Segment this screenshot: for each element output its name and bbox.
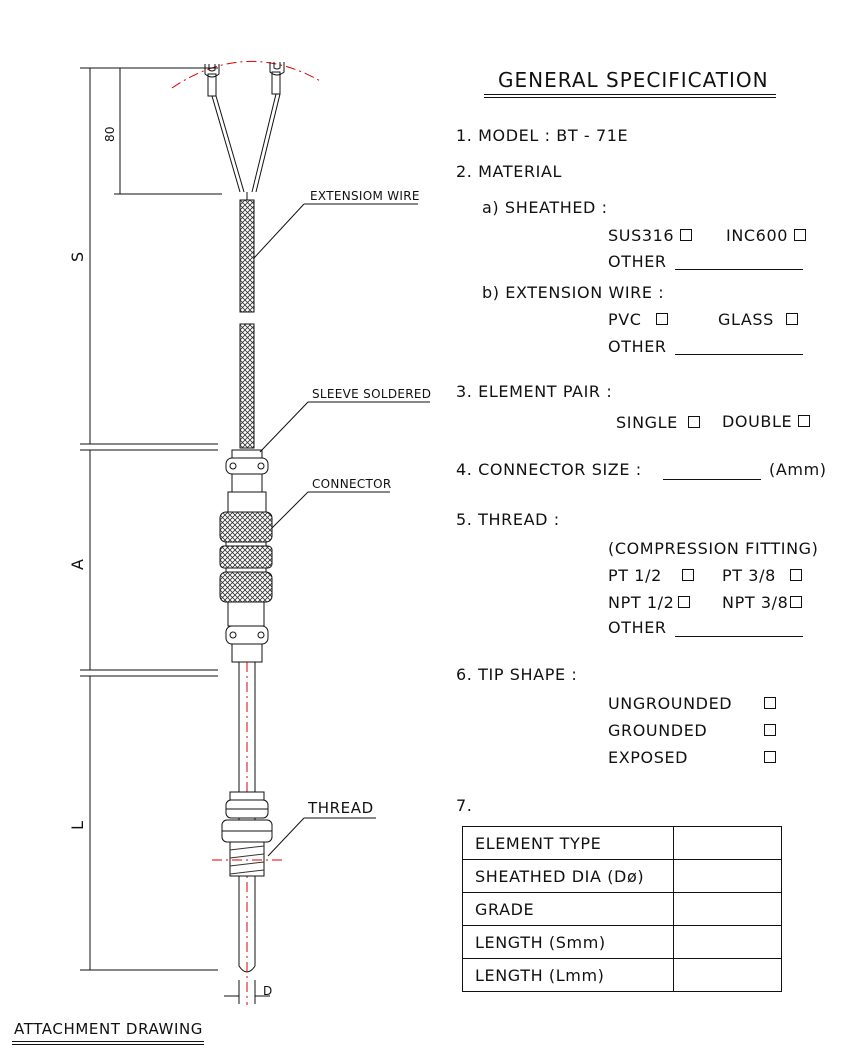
option-inc600: INC600 — [726, 228, 806, 244]
sus316-checkbox[interactable] — [680, 229, 693, 241]
terminal-arc — [171, 60, 323, 89]
option-glass: GLASS — [718, 312, 798, 328]
table-label: LENGTH (Lmm) — [462, 958, 674, 992]
compression-fitting — [221, 791, 273, 877]
option-single: SINGLE — [616, 415, 700, 431]
sheathed-other-label: OTHER — [608, 252, 667, 271]
option-exposed: EXPOSED — [608, 748, 689, 767]
spec-extension-wire: b) EXTENSION WIRE : — [482, 283, 665, 302]
table-label: ELEMENT TYPE — [462, 826, 674, 860]
page-title: GENERAL SPECIFICATION — [498, 68, 769, 92]
extension-other-label: OTHER — [608, 337, 667, 356]
thread-other-label: OTHER — [608, 618, 667, 637]
option-grounded: GROUNDED — [608, 721, 708, 740]
single-checkbox[interactable] — [687, 416, 700, 428]
grounded-checkbox[interactable] — [764, 724, 776, 736]
attachment-drawing-label: ATTACHMENT DRAWING — [14, 1020, 204, 1038]
compression-fitting-label: (COMPRESSION FITTING) — [608, 539, 819, 558]
thermocouple-drawing — [80, 60, 430, 1005]
spec-item-7: 7. — [456, 796, 473, 815]
extension-other-field[interactable] — [675, 354, 803, 355]
npt12-checkbox[interactable] — [678, 596, 691, 608]
spec-thread: 5. THREAD : — [456, 510, 560, 529]
sheathed-other-field[interactable] — [675, 269, 803, 270]
extension-wire-upper — [239, 199, 255, 313]
connector — [219, 511, 273, 663]
spec-table: ELEMENT TYPE SHEATHED DIA (Dø) GRADE LEN… — [462, 826, 782, 992]
option-double: DOUBLE — [722, 414, 811, 430]
connector-unit: (Amm) — [769, 460, 827, 479]
callout-extension-wire: EXTENSIOM WIRE — [310, 189, 420, 203]
dimension-lines — [80, 67, 270, 1004]
dimension-80: 80 — [103, 126, 117, 142]
option-npt38: NPT 3/8 — [722, 595, 803, 611]
spec-material: 2. MATERIAL — [456, 162, 563, 181]
table-label: SHEATHED DIA (Dø) — [462, 859, 674, 893]
connector-size-field[interactable] — [663, 479, 761, 480]
option-sus316: SUS316 — [608, 228, 693, 244]
option-pt12: PT 1/2 — [608, 568, 694, 584]
option-ungrounded: UNGROUNDED — [608, 694, 733, 713]
table-value-cell[interactable] — [673, 958, 782, 992]
dimension-a: A — [68, 558, 87, 570]
table-row: GRADE — [462, 892, 782, 926]
option-pt38: PT 3/8 — [722, 568, 802, 584]
leader-lines — [253, 203, 430, 857]
table-value-cell[interactable] — [673, 826, 782, 860]
spec-tip-shape: 6. TIP SHAPE : — [456, 665, 578, 684]
table-row: ELEMENT TYPE — [462, 826, 782, 860]
table-row: LENGTH (Smm) — [462, 925, 782, 959]
thread-other-field[interactable] — [675, 636, 803, 637]
spade-terminal-right — [251, 62, 285, 193]
table-value-cell[interactable] — [673, 859, 782, 893]
callout-connector: CONNECTOR — [312, 477, 392, 491]
ungrounded-checkbox[interactable] — [764, 697, 776, 709]
double-checkbox[interactable] — [798, 415, 811, 427]
sleeve — [225, 449, 269, 513]
callout-thread: THREAD — [308, 799, 374, 817]
table-label: GRADE — [462, 892, 674, 926]
table-label: LENGTH (Smm) — [462, 925, 674, 959]
dimension-s: S — [68, 251, 87, 262]
spade-terminal-left — [204, 64, 245, 193]
option-npt12: NPT 1/2 — [608, 595, 691, 611]
inc600-checkbox[interactable] — [794, 229, 806, 241]
npt38-checkbox[interactable] — [790, 596, 803, 608]
table-value-cell[interactable] — [673, 925, 782, 959]
table-row: SHEATHED DIA (Dø) — [462, 859, 782, 893]
spec-connector-size: 4. CONNECTOR SIZE : — [456, 460, 642, 479]
pt38-checkbox[interactable] — [789, 569, 802, 581]
option-pvc: PVC — [608, 312, 668, 328]
exposed-checkbox[interactable] — [764, 751, 776, 763]
pvc-checkbox[interactable] — [655, 313, 668, 325]
spec-model: 1. MODEL : BT - 71E — [456, 126, 629, 145]
table-value-cell[interactable] — [673, 892, 782, 926]
spec-element-pair: 3. ELEMENT PAIR : — [456, 382, 613, 401]
glass-checkbox[interactable] — [785, 313, 798, 325]
dimension-l: L — [68, 820, 87, 830]
callout-sleeve: SLEEVE SOLDERED — [312, 387, 432, 401]
extension-wire-lower — [239, 323, 255, 449]
dimension-d: D — [263, 984, 273, 998]
spec-sheathed: a) SHEATHED : — [482, 198, 608, 217]
table-row: LENGTH (Lmm) — [462, 958, 782, 992]
pt12-checkbox[interactable] — [681, 569, 694, 581]
